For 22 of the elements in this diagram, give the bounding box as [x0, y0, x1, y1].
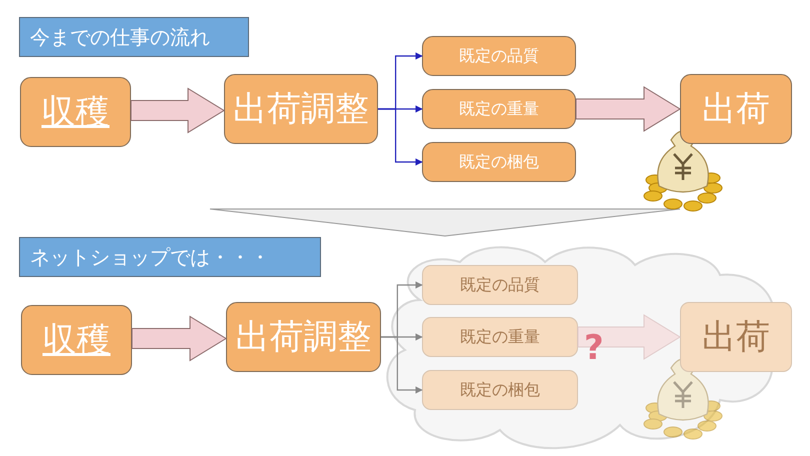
process-box: 出荷: [680, 302, 792, 372]
block-arrow: [576, 86, 681, 132]
process-box: 収穫: [21, 305, 132, 375]
process-box: 出荷調整: [224, 74, 378, 144]
process-box: 既定の梱包: [422, 370, 578, 410]
block-arrow: [132, 316, 227, 362]
process-box: 既定の品質: [422, 36, 576, 76]
process-box: 既定の重量: [422, 89, 576, 129]
process-box: 既定の重量: [422, 317, 578, 357]
block-arrow: [578, 314, 681, 360]
question-mark: ?: [584, 328, 604, 368]
title-band: ネットショップでは・・・: [19, 237, 321, 277]
process-box: 既定の品質: [422, 265, 578, 305]
title-band: 今までの仕事の流れ: [19, 17, 249, 57]
process-box: 出荷: [680, 74, 792, 144]
process-box: 収穫: [20, 77, 131, 147]
block-arrow: [130, 88, 225, 134]
arrow: [381, 336, 423, 394]
process-box: 出荷調整: [226, 302, 381, 372]
process-box: 既定の梱包: [422, 142, 576, 182]
arrow: [378, 108, 423, 166]
section-divider-triangle: [210, 208, 680, 236]
